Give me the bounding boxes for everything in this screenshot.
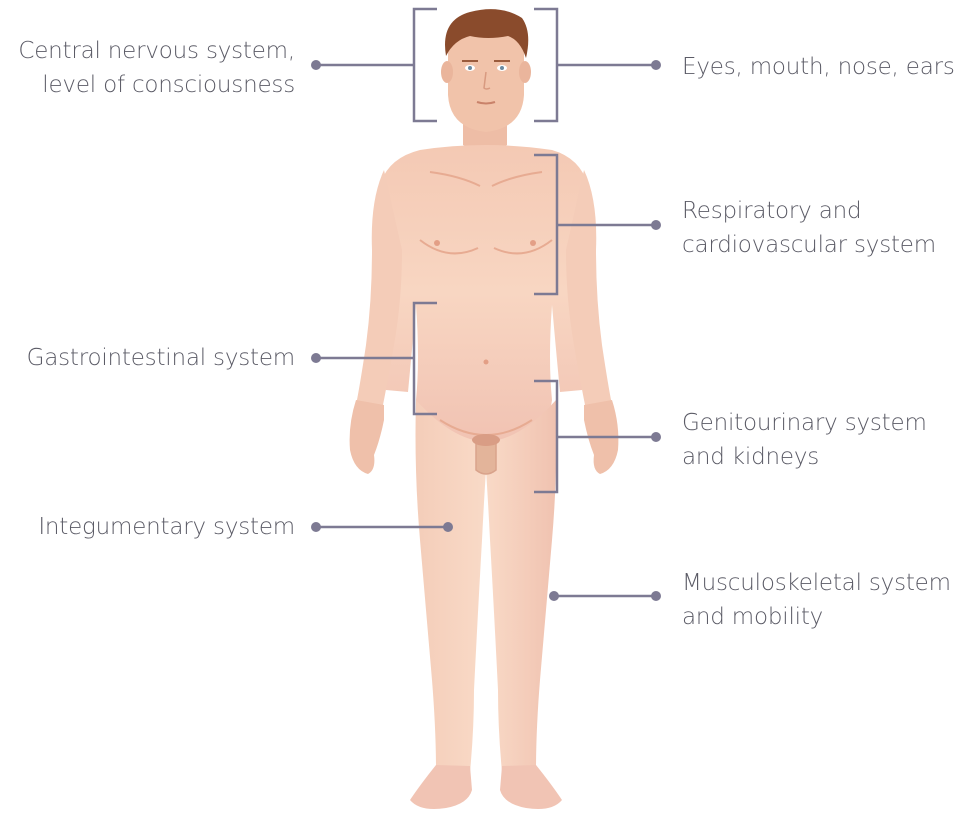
body-silhouette bbox=[350, 118, 619, 809]
label-cns-line1: Central nervous system, bbox=[18, 34, 295, 68]
label-integ: Integumentary system bbox=[38, 510, 295, 544]
leader-eyes bbox=[557, 60, 661, 70]
label-genito: Genitourinary system and kidneys bbox=[682, 406, 927, 474]
label-musculo: Musculoskeletal system and mobility bbox=[682, 566, 951, 634]
label-cns-line2: level of consciousness bbox=[18, 68, 295, 102]
label-genito-line2: and kidneys bbox=[682, 440, 927, 474]
label-eyes: Eyes, mouth, nose, ears bbox=[682, 50, 955, 84]
label-musculo-line1: Musculoskeletal system bbox=[682, 566, 951, 600]
label-genito-line1: Genitourinary system bbox=[682, 406, 927, 440]
label-respiratory-line2: cardiovascular system bbox=[682, 228, 936, 262]
label-respiratory-line1: Respiratory and bbox=[682, 194, 936, 228]
bracket-head-right bbox=[534, 9, 557, 121]
label-cns: Central nervous system, level of conscio… bbox=[18, 34, 295, 102]
leader-cns bbox=[311, 60, 414, 70]
bracket-head-left bbox=[414, 9, 437, 121]
leader-musculo bbox=[549, 591, 661, 601]
label-respiratory: Respiratory and cardiovascular system bbox=[682, 194, 936, 262]
label-gastro: Gastrointestinal system bbox=[27, 341, 295, 375]
label-eyes-line1: Eyes, mouth, nose, ears bbox=[682, 50, 955, 84]
label-integ-line1: Integumentary system bbox=[38, 510, 295, 544]
head bbox=[441, 9, 531, 132]
label-musculo-line2: and mobility bbox=[682, 600, 951, 634]
label-gastro-line1: Gastrointestinal system bbox=[27, 341, 295, 375]
